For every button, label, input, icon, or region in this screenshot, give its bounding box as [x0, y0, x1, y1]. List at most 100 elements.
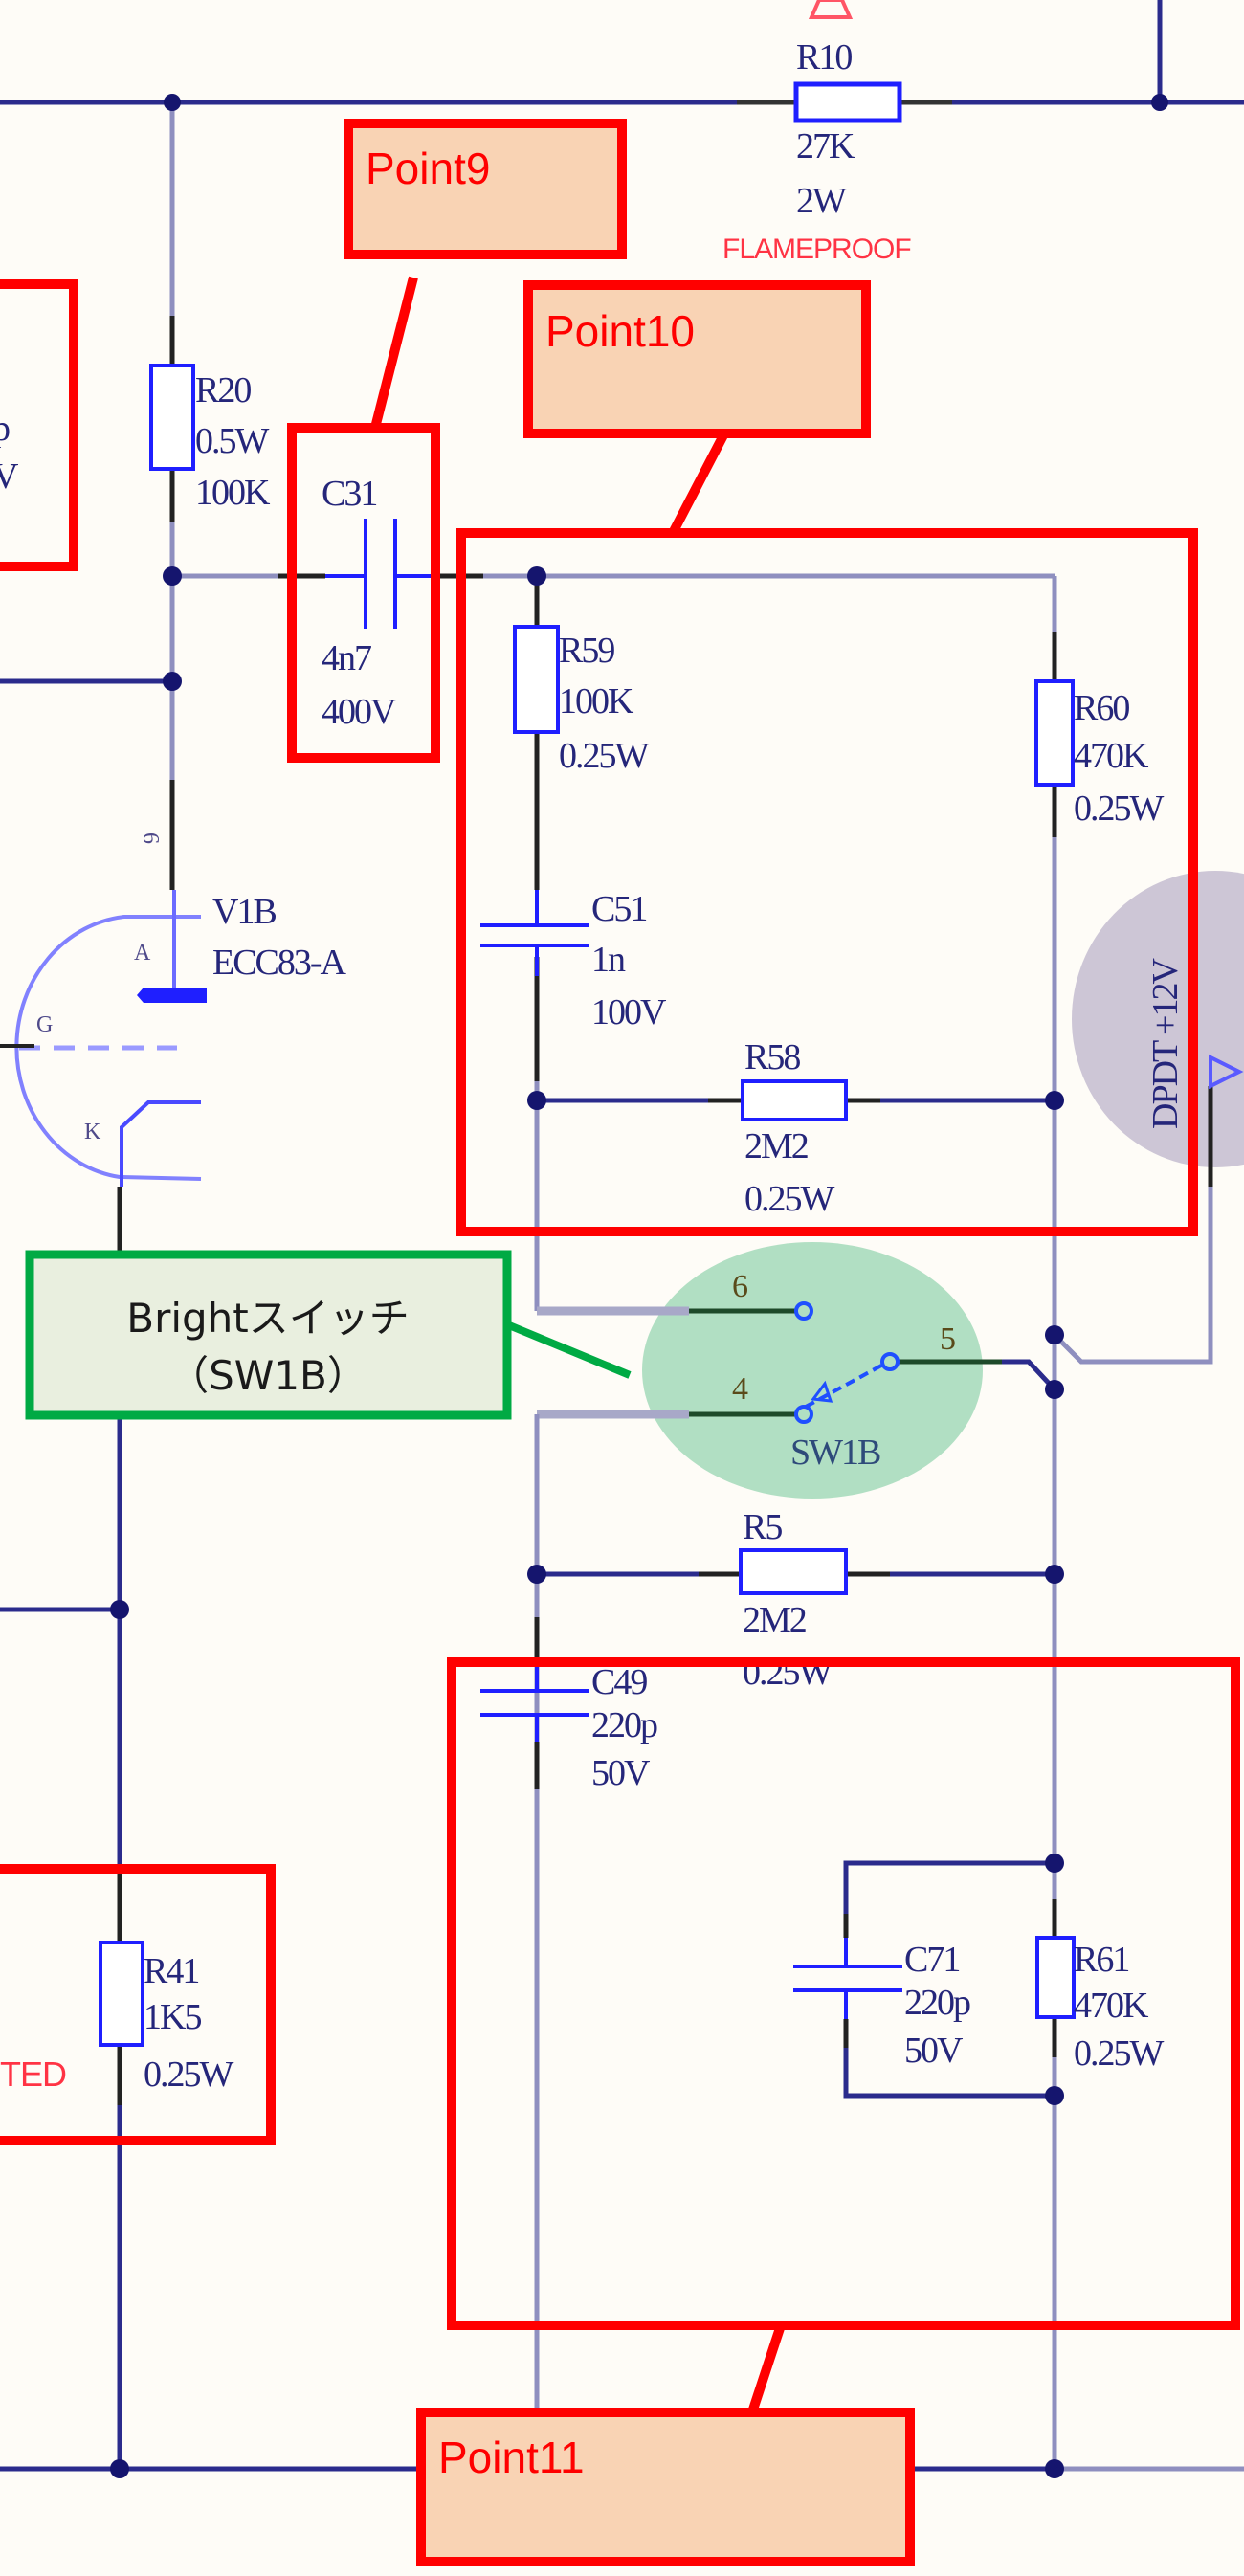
dpdt-highlight [1072, 871, 1244, 1167]
r60-rating: 0.25W [1074, 788, 1165, 829]
r61-body [1035, 1936, 1076, 2019]
dpdt-triangle-icon [1209, 1054, 1244, 1090]
sw1b-pin6: 6 [732, 1269, 748, 1304]
sw1b-lever-head [811, 1380, 833, 1403]
r5-body [739, 1548, 848, 1595]
resistor-r60[interactable]: R60 470K 0.25W [1034, 679, 1166, 829]
tube-pin-cathode: K [84, 1120, 101, 1144]
callout-point9[interactable]: Point9 [344, 119, 627, 259]
tube-anode-plate [137, 988, 207, 1003]
c49-ref: C49 [591, 1662, 647, 1702]
r20-value: 100K [195, 473, 271, 513]
dpdt-connector[interactable]: DPDT +12V [1145, 958, 1244, 1129]
capacitor-c51[interactable]: C51 1n 100V [480, 889, 669, 1033]
junction-dot [163, 566, 182, 586]
callout-point11[interactable]: Point11 [416, 2408, 915, 2566]
c51-rating: 100V [591, 992, 667, 1033]
resistor-r41[interactable]: R41 1K5 0.25W TED [0, 1941, 236, 2095]
wire-c71-loop-top [843, 1860, 1055, 1914]
junction-dot [164, 94, 181, 111]
r20-body [149, 364, 195, 471]
junction-dot [527, 1091, 546, 1110]
c71-ref: C71 [904, 1940, 959, 1980]
resistor-r20[interactable]: R20 0.5W 100K [149, 364, 273, 513]
tube-ref: V1B [212, 892, 276, 932]
c51-ref: C51 [591, 889, 646, 929]
switch-highlight [642, 1242, 983, 1499]
r59-rating: 0.25W [559, 736, 650, 776]
junction-dot [1045, 2086, 1064, 2105]
tube-pin-number: 6 [138, 833, 163, 844]
junction-dot [110, 1600, 129, 1619]
r41-value: 1K5 [144, 1997, 201, 2037]
r5-value: 2M2 [743, 1600, 806, 1640]
c31-rating: 400V [322, 692, 397, 732]
capacitor-c71[interactable]: C71 220p 50V [793, 1938, 972, 2071]
r10-note: FLAMEPROOF [722, 233, 911, 265]
resistor-r10[interactable]: R10 27K 2W FLAMEPROOF [722, 0, 952, 265]
callout-point10[interactable]: Point10 [523, 280, 871, 438]
note-leader [507, 1321, 632, 1379]
r5-ref: R5 [743, 1507, 782, 1547]
r60-body [1034, 679, 1075, 787]
dpdt-label: DPDT +12V [1145, 958, 1186, 1129]
r58-body [741, 1079, 848, 1121]
switch-sw1b[interactable]: 6 4 5 SW1B [732, 1269, 956, 1473]
r10-rating: 2W [796, 181, 847, 221]
wire-dpdt-return [1053, 1187, 1213, 1365]
wire-pin5-cross [1002, 1359, 1056, 1391]
capacitor-c49[interactable]: C49 220p 50V [480, 1662, 659, 1793]
sw1b-contact-4 [794, 1405, 813, 1424]
junction-dot [1045, 2459, 1064, 2478]
r20-ref: R20 [195, 370, 251, 411]
resistor-r59[interactable]: R59 100K 0.25W [513, 625, 652, 776]
callout-point10-label: Point10 [545, 306, 695, 356]
junction-dot [1045, 1325, 1064, 1344]
partial-red-note: TED [0, 2054, 66, 2094]
left-box-text-1: p [0, 409, 10, 449]
r58-rating: 0.25W [744, 1179, 835, 1219]
callout-point11-label: Point11 [438, 2432, 585, 2482]
sw1b-pin4: 4 [732, 1371, 748, 1407]
callout-point9-box [344, 119, 627, 259]
resistor-r58[interactable]: R58 2M2 0.25W [741, 1037, 848, 1219]
callout-point11-box [416, 2408, 915, 2566]
callout-frames [0, 276, 1240, 2411]
c49-rating: 50V [591, 1753, 651, 1793]
warning-triangle-icon [808, 0, 854, 19]
junction-dot [163, 672, 182, 691]
resistor-r61[interactable]: R61 470K 0.25W [1035, 1936, 1166, 2074]
r58-value: 2M2 [744, 1126, 808, 1166]
r10-value: 27K [796, 126, 855, 167]
r10-ref: R10 [796, 37, 852, 78]
c31-value: 4n7 [322, 638, 371, 678]
c51-value: 1n [591, 940, 626, 980]
resistor-r5[interactable]: R5 2M2 0.25W [739, 1507, 848, 1693]
junctions [110, 94, 1168, 2478]
note-bright-switch[interactable]: Brightスイッチ （SW1B） [25, 1250, 632, 1420]
r59-value: 100K [559, 681, 634, 722]
r60-ref: R60 [1074, 688, 1129, 728]
leader-point9 [370, 276, 418, 430]
c31-ref: C31 [322, 474, 376, 514]
callout-point9-label: Point9 [366, 144, 490, 193]
tube-type: ECC83-A [212, 943, 347, 983]
r61-rating: 0.25W [1074, 2033, 1165, 2074]
note-line1: Brightスイッチ [126, 1295, 410, 1342]
left-box-text-2: V [0, 456, 19, 497]
sw1b-pin5: 5 [940, 1321, 956, 1357]
junction-dot [110, 2459, 129, 2478]
tube-v1b[interactable]: 6 A G K V1B ECC83-A [0, 833, 349, 1187]
callout-frame-left-top [0, 279, 78, 571]
junction-dot [1045, 1854, 1064, 1873]
r61-value: 470K [1074, 1986, 1149, 2026]
r58-ref: R58 [744, 1037, 800, 1077]
wire-c71-loop-bot [843, 2048, 1055, 2099]
junction-dot [527, 566, 546, 586]
junction-dot [1151, 94, 1168, 111]
capacitor-c31[interactable]: C31 4n7 400V [322, 474, 431, 732]
r61-ref: R61 [1074, 1940, 1128, 1980]
r10-body [793, 81, 902, 123]
